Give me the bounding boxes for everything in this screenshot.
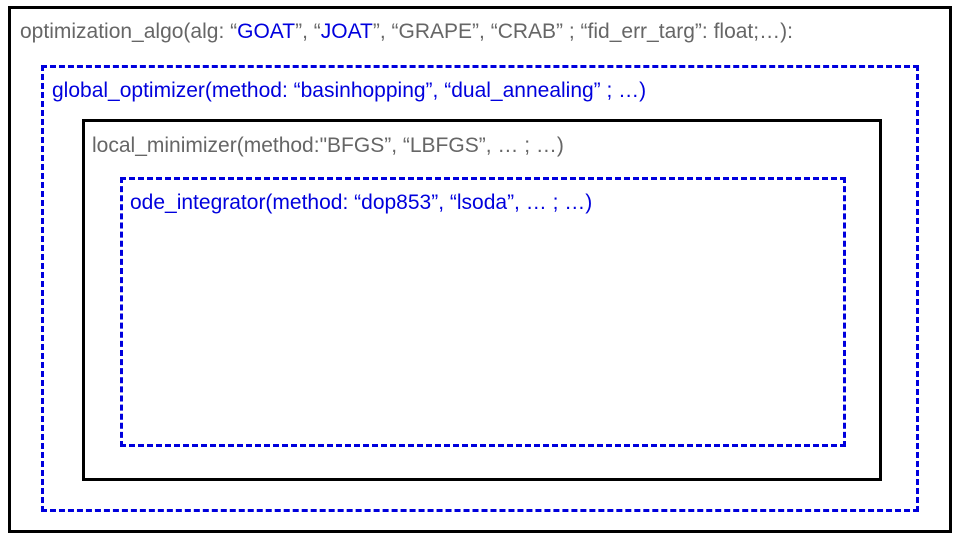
global-optimizer-label: global_optimizer(method: “basinhopping”,… — [52, 79, 647, 102]
optimization-algo-prefix: optimization_algo(alg: “ — [20, 20, 238, 43]
local-minimizer-box — [82, 119, 882, 481]
optimization-algo-label: optimization_algo(alg: “GOAT”, “JOAT”, “… — [20, 21, 793, 42]
global-optimizer-box — [41, 65, 919, 512]
ode-integrator-box — [120, 177, 846, 447]
optimization-algo-box — [8, 6, 952, 533]
alg-goat: GOAT — [237, 20, 296, 43]
optimization-algo-rest: ”, “GRAPE”, “CRAB” ; “fid_err_targ”: flo… — [372, 20, 793, 43]
alg-joat: JOAT — [320, 20, 373, 43]
ode-integrator-label: ode_integrator(method: “dop853”, “lsoda”… — [130, 191, 593, 214]
local-minimizer-label: local_minimizer(method:"BFGS”, “LBFGS”, … — [92, 134, 564, 157]
alg-separator: ”, “ — [295, 20, 321, 43]
